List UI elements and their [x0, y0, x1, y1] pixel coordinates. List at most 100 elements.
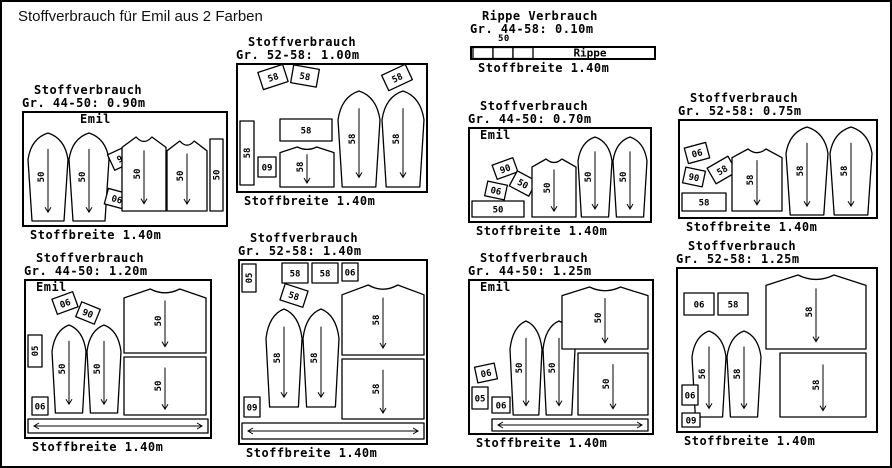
- piece-size-label: 90: [499, 163, 513, 176]
- piece-size-label: 50: [515, 178, 529, 192]
- pattern-piece: 50: [209, 138, 224, 212]
- width-arrow: [33, 422, 203, 430]
- piece-size-label: 90: [81, 308, 95, 321]
- piece-size-label: Rippe: [573, 47, 606, 60]
- pattern-piece: 06: [683, 292, 715, 316]
- fabric-name-label: Emil: [36, 280, 67, 294]
- pattern-piece: 90: [491, 157, 519, 180]
- grain-arrow: [355, 108, 363, 179]
- piece-size-label: 05: [31, 346, 41, 357]
- panel-width-line: Stoffbreite 1.40m: [686, 220, 818, 234]
- piece-size-label: 58: [812, 380, 822, 391]
- grain-arrow: [740, 346, 748, 410]
- piece-size-label: 56: [698, 369, 708, 380]
- pattern-piece: 06: [31, 396, 49, 416]
- grain-arrow: [140, 150, 148, 205]
- panel-title: Stoffverbrauch: [690, 91, 799, 105]
- panel-width-line: Stoffbreite 1.40m: [476, 224, 608, 238]
- grain-arrow: [379, 369, 387, 414]
- piece-size-label: 58: [287, 290, 300, 303]
- grain-arrow: [591, 151, 599, 210]
- piece-size-label: 50: [213, 170, 223, 181]
- pattern-piece: 50: [123, 288, 207, 354]
- fabric-outline: [468, 127, 652, 223]
- pattern-piece: 58: [706, 155, 738, 185]
- piece-size-label: 58: [372, 384, 382, 395]
- panel-width-line: Stoffbreite 1.40m: [478, 61, 610, 75]
- grain-arrow: [85, 148, 93, 214]
- piece-size-label: 58: [310, 353, 320, 364]
- panel-title: Stoffverbrauch: [688, 239, 797, 253]
- pattern-piece: 58: [279, 283, 309, 308]
- grain-arrow: [317, 326, 325, 399]
- pattern-piece: 58: [289, 64, 321, 88]
- pattern-piece: 50: [121, 136, 167, 212]
- pattern-piece: 50: [561, 286, 649, 350]
- pattern-piece: 50: [27, 132, 69, 222]
- pattern-piece: 58: [681, 192, 727, 212]
- panel-size-line: Gr. 44-50: 1.25m: [468, 264, 592, 278]
- pattern-piece: 90: [681, 166, 707, 188]
- piece-size-label: 06: [694, 301, 705, 311]
- pattern-piece: 50: [166, 140, 208, 212]
- pattern-piece: 06: [681, 384, 699, 406]
- piece-size-label: 58: [296, 162, 306, 173]
- grain-arrow: [812, 288, 820, 343]
- piece-size-label: 58: [299, 72, 311, 84]
- piece-size-label: 58: [372, 315, 382, 326]
- panel-title: Stoffverbrauch: [480, 251, 589, 265]
- piece-size-label: 58: [699, 199, 710, 209]
- piece-size-label: 58: [746, 175, 756, 186]
- piece-size-label: 05: [475, 395, 486, 405]
- grain-arrow: [65, 340, 73, 406]
- panel-size-line: Gr. 52-58: 1.25m: [676, 252, 800, 266]
- piece-size-label: 50: [37, 172, 47, 183]
- panel-size-line: Gr. 52-58: 1.00m: [236, 48, 360, 62]
- piece-size-label: 58: [392, 134, 402, 145]
- piece-size-label: 58: [273, 353, 283, 364]
- panel-width-line: Stoffbreite 1.40m: [246, 446, 378, 460]
- rippe-size-label: 50: [498, 34, 510, 44]
- piece-size-label: 50: [594, 313, 604, 324]
- pattern-piece: 50: [508, 170, 538, 197]
- layout-panel-rippe: Rippe Verbrauch Gr. 44-58: 0.10m 50 Ripp…: [470, 10, 656, 74]
- panel-width-line: Stoffbreite 1.40m: [32, 440, 164, 454]
- width-arrow: [247, 427, 419, 435]
- pattern-piece: 56: [691, 330, 727, 418]
- piece-size-label: 50: [493, 206, 504, 216]
- grain-arrow: [379, 297, 387, 349]
- pattern-piece: [491, 418, 649, 432]
- panel-width-line: Stoffbreite 1.40m: [684, 434, 816, 448]
- page-title: Stoffverbrauch für Emil aus 2 Farben: [18, 8, 263, 25]
- pattern-piece: 58: [785, 126, 829, 216]
- panel-width-line: Stoffbreite 1.40m: [30, 228, 162, 242]
- panel-size-line: Gr. 52-58: 0.75m: [678, 104, 802, 118]
- piece-size-label: 58: [716, 164, 730, 178]
- fabric-name-label: Emil: [80, 112, 111, 126]
- panel-title: Stoffverbrauch: [250, 231, 359, 245]
- piece-size-label: 58: [840, 166, 850, 177]
- pattern-piece: 58: [341, 358, 425, 420]
- panel-size-line: Gr. 52-58: 1.40m: [238, 244, 362, 258]
- piece-size-label: 50: [548, 363, 558, 374]
- fabric-name-label: Emil: [480, 128, 511, 142]
- pattern-piece: 58: [302, 308, 340, 408]
- piece-size-label: 06: [59, 298, 73, 311]
- pattern-piece: 06: [683, 141, 711, 165]
- piece-size-label: 50: [133, 169, 143, 180]
- pattern-piece: 05: [241, 263, 257, 293]
- piece-size-label: 06: [685, 392, 696, 402]
- pattern-piece: 58: [829, 126, 873, 216]
- grain-arrow: [522, 337, 530, 407]
- pattern-piece: 58: [337, 90, 381, 188]
- pattern-piece: 58: [341, 284, 425, 356]
- pattern-piece: [27, 418, 209, 434]
- pattern-piece: 05: [471, 386, 489, 410]
- piece-size-label: 09: [247, 404, 258, 414]
- grain-arrow: [555, 337, 563, 407]
